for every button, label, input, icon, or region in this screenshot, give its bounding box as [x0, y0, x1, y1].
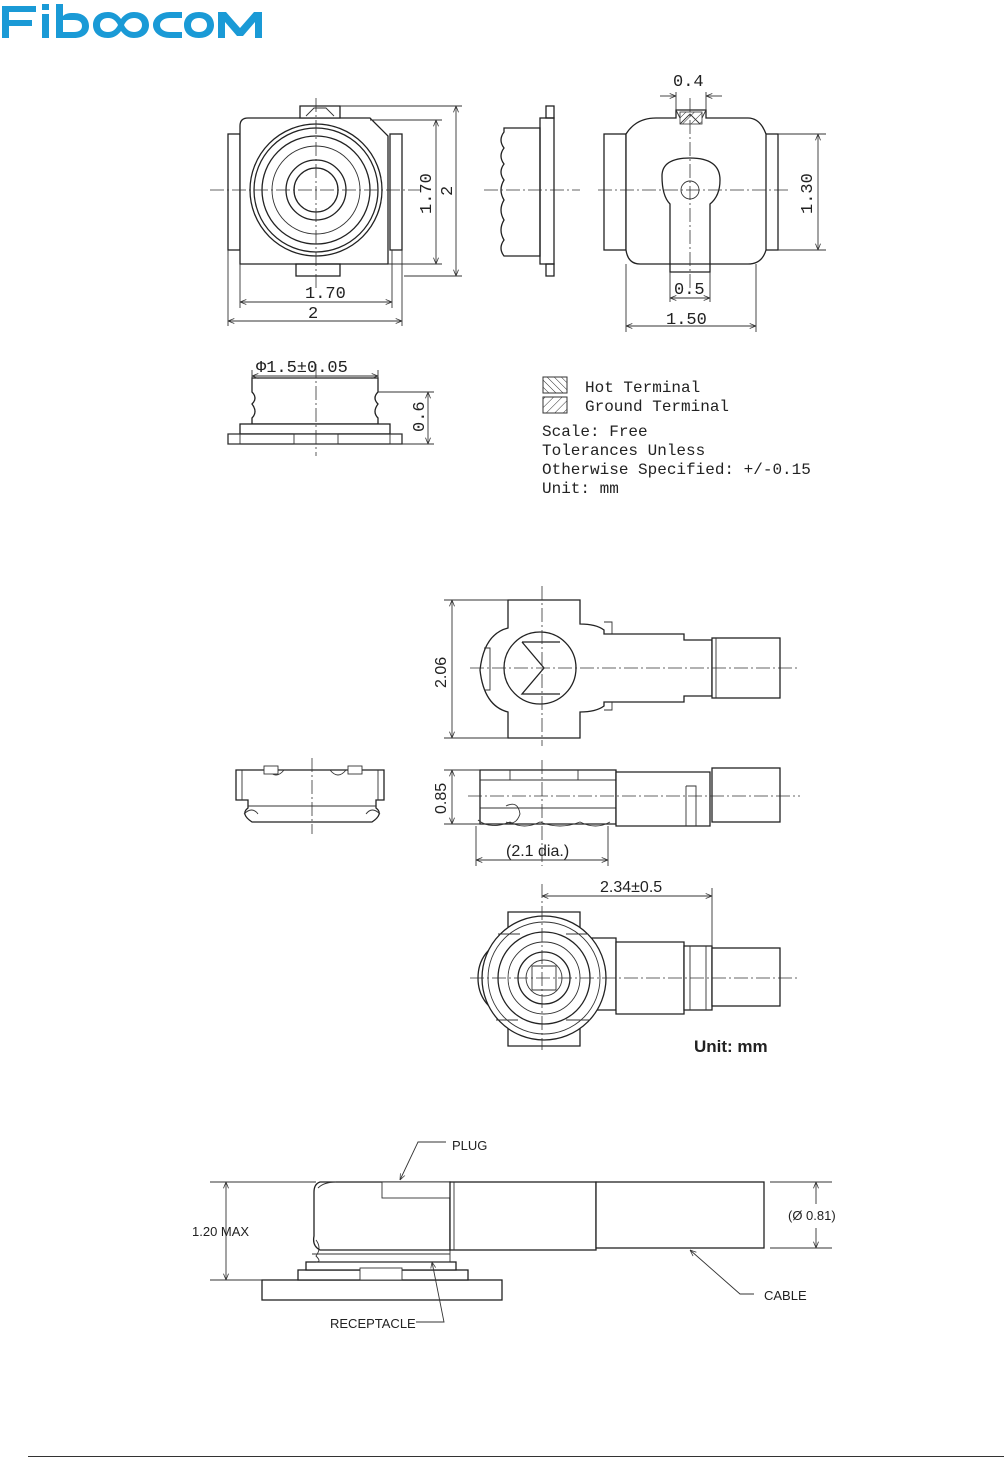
dim-side-slot: 0.4 — [673, 73, 704, 92]
label-max-height: 1.20 MAX — [192, 1224, 249, 1239]
dim-pin-width: 0.5 — [674, 281, 705, 300]
label-receptacle: RECEPTACLE — [330, 1316, 416, 1331]
label-cable-dia: (Ø 0.81) — [788, 1208, 836, 1223]
legend-ground-terminal: Ground Terminal — [585, 398, 729, 416]
note-unit: Unit: mm — [542, 480, 619, 498]
dim-top-width-inner: 1.70 — [305, 285, 346, 304]
dim-diameter: Φ1.5±0.05 — [256, 359, 348, 378]
dim-plug-height: 2.06 — [433, 657, 450, 688]
dim-height: 0.6 — [411, 401, 430, 432]
plug-bottom-view — [470, 884, 800, 1050]
plug-front-view — [236, 758, 384, 834]
dim-top-height-outer: 2 — [439, 186, 458, 196]
note-tolerances: Tolerances Unless — [542, 442, 705, 460]
dim-plug-diameter: (2.1 dia.) — [506, 843, 569, 860]
dim-top-width-outer: 2 — [308, 305, 318, 324]
plug-unit-label: Unit: mm — [694, 1037, 768, 1056]
plug-top-view — [444, 586, 800, 746]
footer-divider — [28, 1456, 1004, 1457]
plug-side-view — [444, 760, 800, 866]
receptacle-bottom-view — [598, 92, 826, 332]
note-otherwise: Otherwise Specified: +/-0.15 — [542, 461, 811, 479]
mated-assembly-view — [210, 1142, 832, 1322]
receptacle-side-view — [484, 106, 580, 276]
label-plug: PLUG — [452, 1138, 487, 1153]
dim-side-height: 1.30 — [799, 173, 818, 214]
dim-bottom-width: 1.50 — [666, 311, 707, 330]
dim-plug-thickness: 0.85 — [433, 783, 450, 814]
dim-plug-length: 2.34±0.5 — [600, 879, 662, 896]
dim-top-height-inner: 1.70 — [418, 173, 437, 214]
legend-hot-terminal: Hot Terminal — [585, 379, 700, 397]
hot-terminal-swatch — [543, 377, 567, 393]
label-cable: CABLE — [764, 1288, 807, 1303]
note-scale: Scale: Free — [542, 423, 648, 441]
ground-terminal-swatch — [543, 397, 567, 413]
